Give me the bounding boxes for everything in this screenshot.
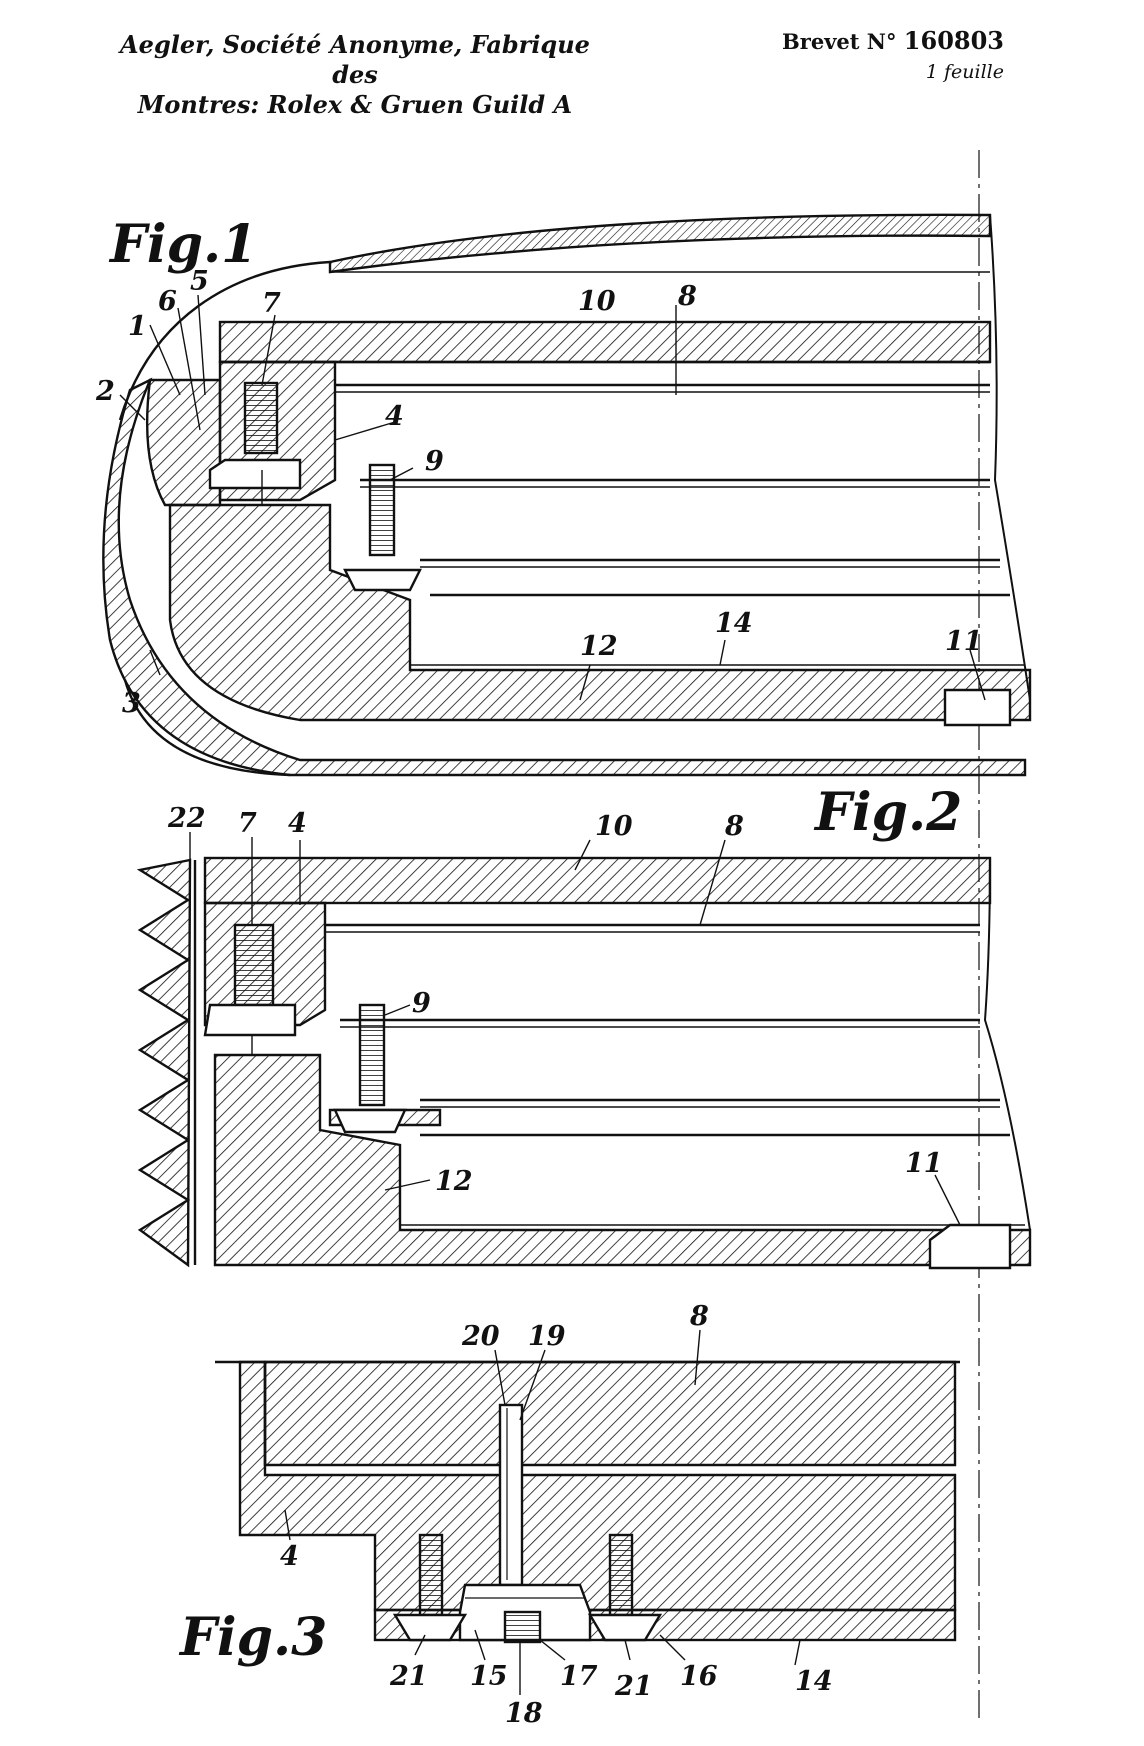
- fig3-ref-21-right: 21: [614, 1671, 653, 1702]
- brevet-prefix: Brevet N°: [782, 29, 897, 54]
- fig2-ref-11: 11: [905, 1148, 943, 1179]
- ref-6: 6: [158, 286, 177, 317]
- fig3-ref-8: 8: [689, 1301, 709, 1332]
- screw-7-thread: [243, 381, 279, 455]
- fig3-ref-17: 17: [560, 1661, 598, 1692]
- fig3-ref-14: 14: [795, 1666, 833, 1697]
- fig2-ref-10: 10: [595, 811, 633, 842]
- fig2-screw-11: [928, 1223, 1012, 1270]
- figure-2: [136, 856, 1032, 1270]
- dial-plate: [218, 320, 992, 364]
- outer-case: [102, 377, 1027, 777]
- screw-9-head: [343, 568, 422, 592]
- figure-1: [102, 213, 1032, 777]
- ref-5: 5: [190, 266, 209, 297]
- fig2-screw-9-thread: [358, 1003, 386, 1107]
- fig3-ref-20: 20: [461, 1321, 500, 1352]
- figure-3: [215, 1360, 960, 1644]
- dial-plate-2: [203, 856, 992, 905]
- ref-3: 3: [122, 688, 141, 719]
- fig3-leaders: [284, 1329, 801, 1695]
- fig2-screw-7-thread: [233, 923, 275, 1007]
- fig3-ref-21-left: 21: [389, 1661, 428, 1692]
- screw-11: [943, 688, 1012, 727]
- fig2-ref-4: 4: [288, 808, 307, 839]
- ref-1: 1: [128, 311, 147, 342]
- applicant-line-1: Aegler, Société Anonyme, Fabrique des: [120, 30, 590, 89]
- knurled-edge: [136, 858, 192, 1268]
- brevet-number: 160803: [903, 26, 1004, 55]
- break-line-2: [983, 857, 1031, 1231]
- crystal: [328, 213, 992, 274]
- fig2-ref-7: 7: [238, 808, 257, 839]
- screw-21-left-head: [392, 1613, 468, 1642]
- inner-case: [168, 503, 1032, 722]
- fig2-title: Fig.2: [813, 782, 962, 843]
- patent-number-block: Brevet N° 160803 1 feuille: [782, 26, 1004, 87]
- screw-21-right-head: [587, 1613, 663, 1642]
- fig2-ref-8: 8: [724, 811, 744, 842]
- fig3-ref-15: 15: [470, 1661, 508, 1692]
- fig2-ref-9: 9: [412, 988, 431, 1019]
- ref-11: 11: [945, 626, 983, 657]
- screw-21-right-thread: [608, 1533, 634, 1617]
- brevet-line: Brevet N° 160803: [782, 26, 1004, 57]
- fig2-screw-9-head: [333, 1108, 407, 1134]
- fig2-ref-12: 12: [435, 1166, 473, 1197]
- ref-14: 14: [715, 608, 753, 639]
- pin-19: [498, 1403, 524, 1587]
- fig1-title: Fig.1: [108, 214, 257, 275]
- fig3-ref-4: 4: [280, 1541, 299, 1572]
- ref-9: 9: [425, 446, 444, 477]
- applicant-name: Aegler, Société Anonyme, Fabrique des Mo…: [120, 30, 590, 120]
- case-back-curve: [123, 679, 291, 777]
- screw-21-left-thread: [418, 1533, 444, 1617]
- applicant-line-2: Montres: Rolex & Gruen Guild A: [137, 90, 573, 119]
- fig3-ref-19: 19: [528, 1321, 566, 1352]
- sheet-count: 1 feuille: [925, 61, 1004, 83]
- fig2-screw-7-head: [203, 1003, 297, 1037]
- fig1-leaders: [119, 294, 986, 701]
- fig3-ref-16: 16: [680, 1661, 718, 1692]
- ref-12: 12: [580, 631, 618, 662]
- screw-9-thread: [368, 463, 396, 557]
- nut-17: [503, 1610, 542, 1644]
- fig3-title: Fig.3: [178, 1607, 327, 1668]
- break-line-1: [989, 214, 1031, 701]
- ref-4: 4: [385, 401, 404, 432]
- screw-7-head: [208, 458, 302, 490]
- plate-8: [263, 1360, 957, 1467]
- ref-8: 8: [677, 281, 697, 312]
- ref-22: 22: [167, 803, 206, 834]
- ref-7: 7: [262, 288, 281, 319]
- fig3-ref-18: 18: [505, 1698, 543, 1729]
- ref-10: 10: [578, 286, 616, 317]
- fig2-leaders: [189, 832, 961, 1226]
- ref-2: 2: [95, 376, 115, 407]
